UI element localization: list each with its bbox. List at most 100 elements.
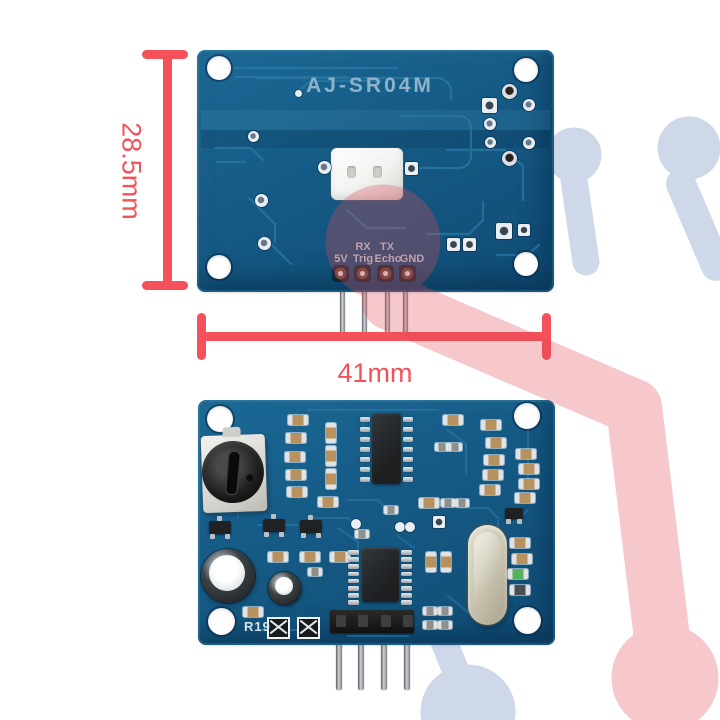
smd-component [441,499,455,507]
ic-pin [360,447,370,452]
mounting-hole [207,255,231,279]
mounting-hole [514,607,541,634]
mounting-hole [208,608,235,635]
smd-component [508,569,528,579]
ic-pin [401,557,412,562]
pin-label-gnd: GND [399,253,425,265]
smd-component [355,530,369,538]
header-pin [340,288,345,334]
top-board: AJ-SR04M RX TX 5V Trig Echo GND [197,50,554,292]
ic-pin [403,437,413,442]
ic-pin [401,586,412,591]
ic-pin [403,447,413,452]
header-pin [381,630,387,690]
connector-contact [347,166,356,178]
solder-pad [518,224,530,236]
capacitor-top [275,577,293,595]
ic-pin [360,457,370,462]
dimension-cap [197,313,206,360]
ic-pin [360,417,370,422]
smd-component [443,415,463,425]
dimension-height-label: 28.5mm [116,122,147,220]
smd-component [384,506,398,514]
dimension-cap [142,281,188,290]
solder-pad [496,223,512,239]
silkscreen-ref: R19 [244,619,271,634]
smd-component [483,470,503,480]
smd-component [510,585,530,595]
smd-component [481,420,501,430]
smd-component [326,469,336,489]
trimmer-inductor [200,426,268,514]
smd-component [438,621,452,629]
via [484,118,496,130]
transistor [209,516,231,539]
pin-label-5v: 5V [334,253,348,265]
ic-chip [362,548,399,602]
mounting-hole [207,56,231,80]
solder-pad [405,162,418,175]
smd-component [516,449,536,459]
smd-component [326,423,336,443]
smd-component [519,479,539,489]
ic-pin [401,564,412,569]
ic-pin [360,477,370,482]
smd-component [300,552,320,562]
ic-pin [348,557,359,562]
dimension-width-label: 41mm [337,358,413,388]
ic-pin [348,593,359,598]
ic-pin [403,457,413,462]
smd-component [433,516,445,528]
smd-component [441,552,451,572]
via [248,131,259,142]
connector-contact [373,166,382,178]
smd-component [287,487,307,497]
pin-label-rx: RX [355,241,371,253]
header-pin [336,630,342,690]
solder-pad [463,238,476,251]
ic-pin [360,467,370,472]
smd-component [419,498,439,508]
pin-label-trig: Trig [352,253,374,265]
solder-pad-x [297,617,320,639]
smd-component [455,499,469,507]
bottom-board: R19 [198,400,555,645]
smd-component [326,446,336,466]
smd-component [288,415,308,425]
solder-pad-x [267,617,290,639]
ic-pin [403,417,413,422]
sensor-connector [331,148,403,200]
pin-label-tx: TX [379,241,395,253]
transistor [300,515,322,538]
smd-component [268,552,288,562]
mounting-hole [514,58,538,82]
smd-component [330,552,350,562]
ic-pin [403,467,413,472]
smd-component [395,522,405,532]
ic-pin [348,550,359,555]
transistor [505,508,523,524]
pad-5v [333,266,348,281]
solder-pad [447,238,460,251]
solder-pad [502,151,517,166]
smd-component [448,443,462,451]
trimmer-dot [246,474,254,482]
ic-pin [403,477,413,482]
solder-pad [318,161,331,174]
ic-pin [401,550,412,555]
header-slot [358,615,368,627]
ic-pin [360,427,370,432]
solder-pad [502,84,517,99]
header-pin [403,288,408,335]
header-pin [404,630,410,690]
ic-pin [403,427,413,432]
smd-component [286,470,306,480]
smd-component [519,464,539,474]
smd-component [351,519,361,529]
smd-component [435,443,449,451]
pad-echo [378,266,393,281]
via [258,237,271,250]
ic-pin [348,600,359,605]
capacitor-top [209,555,245,591]
